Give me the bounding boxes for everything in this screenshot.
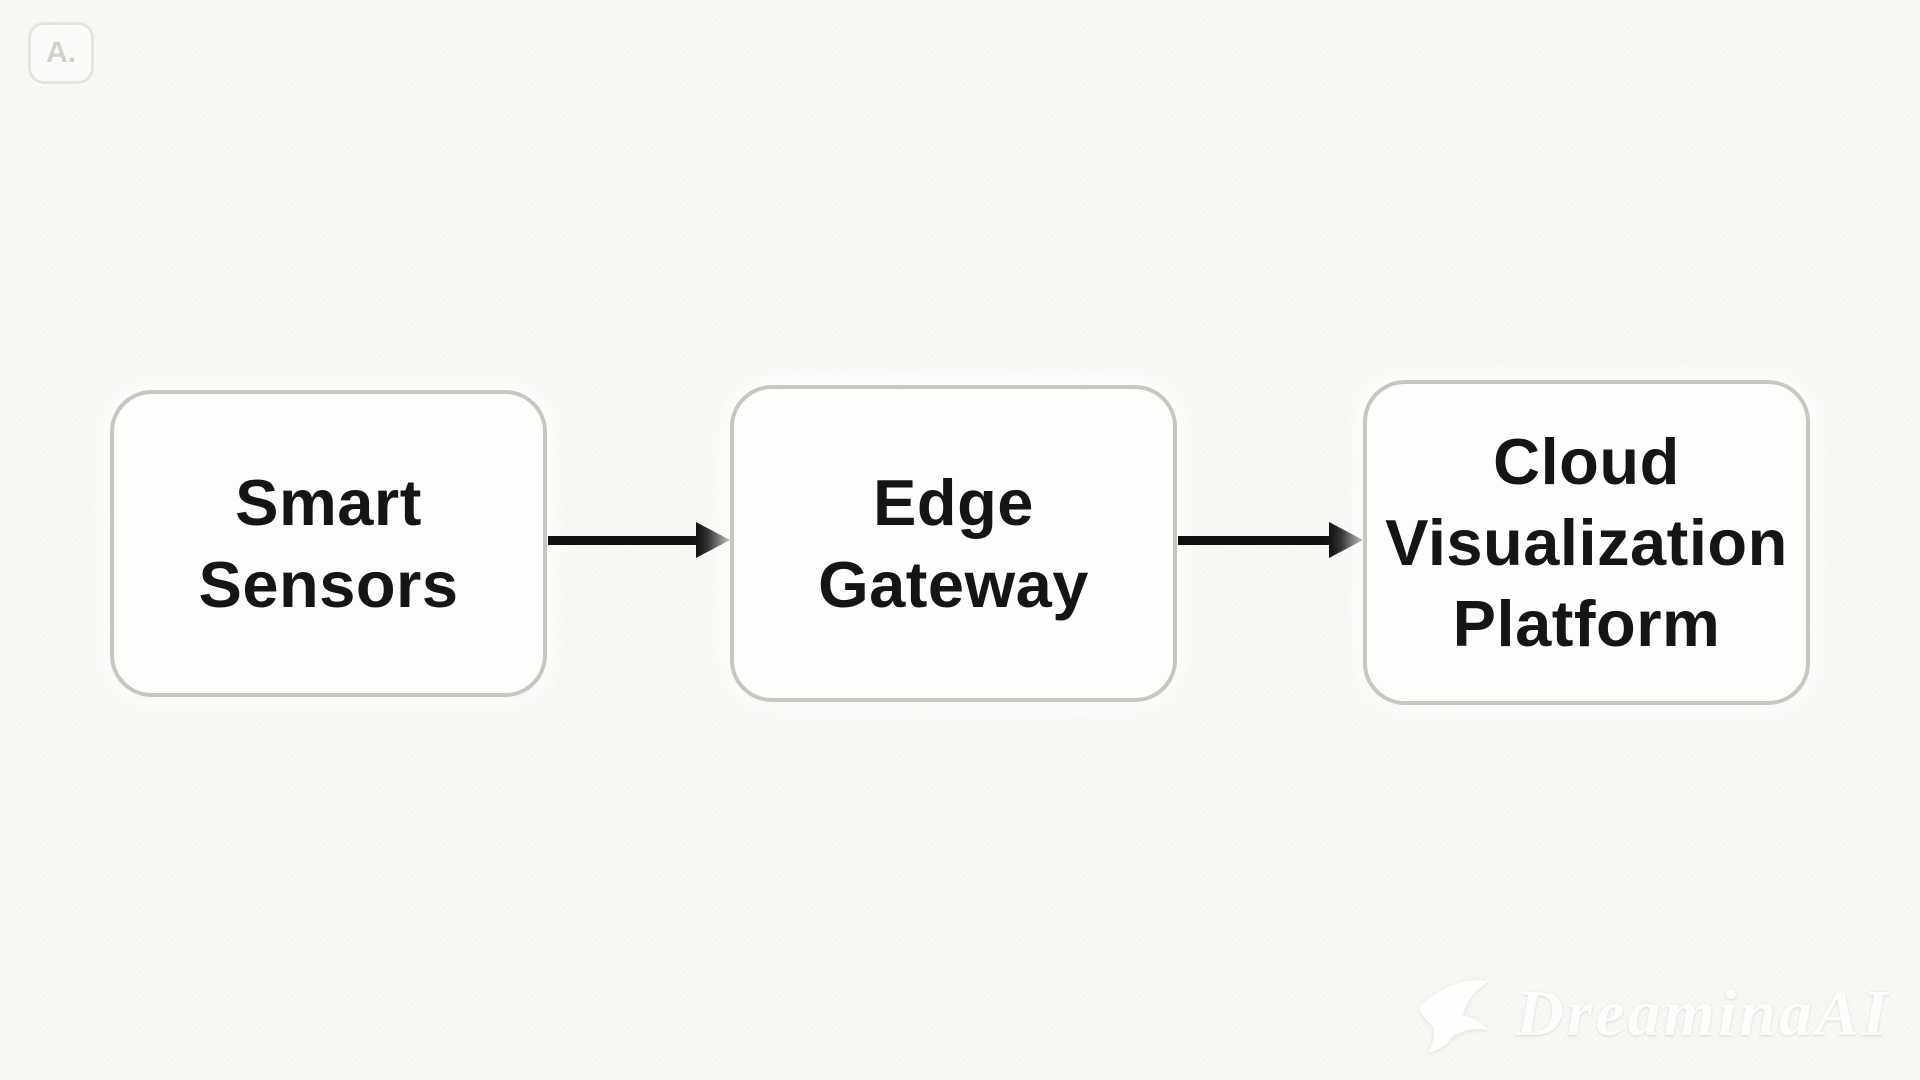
watermark: DreaminaAI <box>1412 972 1891 1056</box>
node-smart-sensors-label: Smart Sensors <box>198 466 459 621</box>
app-logo-icon: A. <box>28 22 94 84</box>
arrow-head-icon <box>696 522 730 558</box>
arrow-edge-gateway-to-cloud-visualization-platform <box>1178 522 1363 558</box>
arrow-smart-sensors-to-edge-gateway <box>548 522 730 558</box>
node-cloud-visualization-platform-label: Cloud Visualization Platform <box>1385 424 1788 661</box>
node-edge-gateway: Edge Gateway <box>730 385 1177 702</box>
arrow-shaft <box>548 535 696 545</box>
node-cloud-visualization-platform: Cloud Visualization Platform <box>1363 380 1810 705</box>
node-edge-gateway-label: Edge Gateway <box>818 466 1089 621</box>
app-logo-letter: A. <box>46 36 76 69</box>
dreamina-star-icon <box>1419 980 1490 1053</box>
arrow-head-icon <box>1329 522 1363 558</box>
node-smart-sensors: Smart Sensors <box>110 390 547 697</box>
arrow-shaft <box>1178 535 1329 545</box>
watermark-text: DreaminaAI <box>1516 977 1891 1050</box>
